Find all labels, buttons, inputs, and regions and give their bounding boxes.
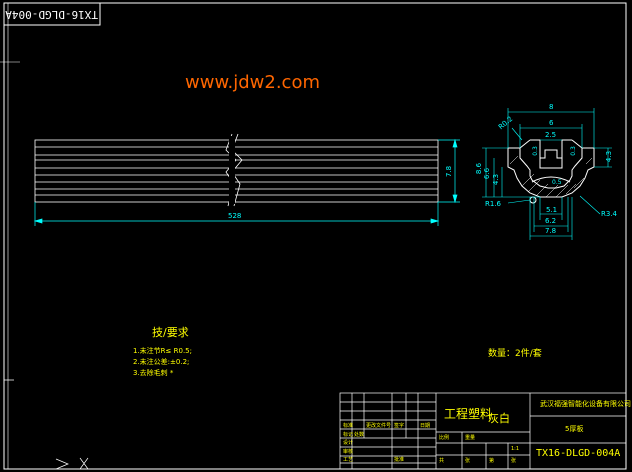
tb-small-8: 审核 [343, 449, 354, 455]
tb-small-7: 设计 [343, 440, 354, 446]
height-dimension: 7.8 [445, 165, 454, 178]
dim-height-c: 4.3 [492, 173, 501, 186]
dim-mid-a: 0.5 [552, 179, 562, 186]
t-slot [519, 139, 583, 149]
tb-small-16: 张 [511, 458, 517, 464]
dim-radius-right: R3.4 [601, 210, 617, 218]
tb-small-4: 更改文件号 [366, 423, 392, 429]
dim-width-62: 6.2 [545, 217, 557, 225]
unit-text: 5厚板 [565, 425, 584, 433]
drawing-stamp: TX16-DLGD-004A [5, 8, 98, 21]
company-name: 武汉福强智能化设备有限公司 [540, 400, 631, 408]
tb-small-1: 标准 [343, 423, 354, 429]
notes-title: 技/要求 [152, 326, 189, 339]
dim-mid-b: 5.1 [546, 206, 558, 214]
quantity-note: 数量：2件/套 [488, 349, 542, 359]
tb-small-9: 工艺 [343, 457, 354, 463]
inner-cut [539, 158, 563, 169]
notes-line-1: 1.未注节R≤ R0.5; [133, 347, 192, 355]
tb-small-2: 标记 [343, 432, 354, 438]
tb-small-5: 签字 [394, 423, 405, 429]
tb-small-15: 第 [489, 458, 495, 464]
section-view [507, 139, 595, 204]
length-dimension: 528 [228, 212, 242, 220]
dim-height-b: 6.6 [483, 167, 492, 180]
dim-top-width: 8 [549, 103, 554, 111]
dim-slot-width: 2.5 [545, 131, 557, 139]
front-dimensions [33, 138, 460, 226]
notes-line-3: 3.去除毛刺 * [133, 369, 174, 377]
stamp-box [3, 2, 101, 26]
dim-small-right: 0.3 [569, 146, 577, 156]
tb-small-6: 日期 [420, 423, 431, 429]
lower-arc [531, 176, 571, 183]
tb-small-3: 处数 [354, 432, 365, 438]
color-text: 灰白 [488, 412, 510, 425]
dim-width-78: 7.8 [545, 227, 557, 235]
tb-small-11: 比例 [439, 435, 450, 441]
arrow-marker-icon [55, 458, 69, 470]
drawing-frame [3, 2, 627, 470]
dim-inner-width: 6 [549, 119, 554, 127]
tb-small-17: 1:1 [511, 446, 520, 452]
corner-markers [3, 370, 89, 470]
drawing-number: TX16-DLGD-004A [536, 448, 621, 459]
tb-small-10: 批准 [394, 457, 405, 463]
notes-line-2: 2.未注公差:±0.2; [133, 358, 190, 366]
material-text: 工程塑料 [444, 407, 493, 421]
cross-marker-icon [79, 457, 89, 470]
tb-small-12: 重量 [465, 435, 476, 441]
radius-mark [529, 196, 537, 204]
ucs-marker-icon [3, 370, 14, 381]
tb-small-13: 共 [439, 458, 445, 464]
part-outline [34, 139, 439, 203]
tb-small-14: 张 [465, 458, 471, 464]
section-profile [507, 147, 595, 198]
section-hatch [509, 155, 593, 198]
title-block [339, 392, 627, 470]
dim-height-total: 8.6 [475, 162, 484, 175]
front-view [34, 133, 439, 207]
watermark-url[interactable]: www.jdw2.com [185, 72, 320, 93]
dim-radius-left: R1.6 [485, 200, 501, 208]
section-dimensions [482, 108, 612, 240]
dim-height-right: 4.3 [605, 150, 614, 163]
dim-small-left: 0.3 [531, 146, 539, 156]
slot-profile [530, 139, 572, 159]
